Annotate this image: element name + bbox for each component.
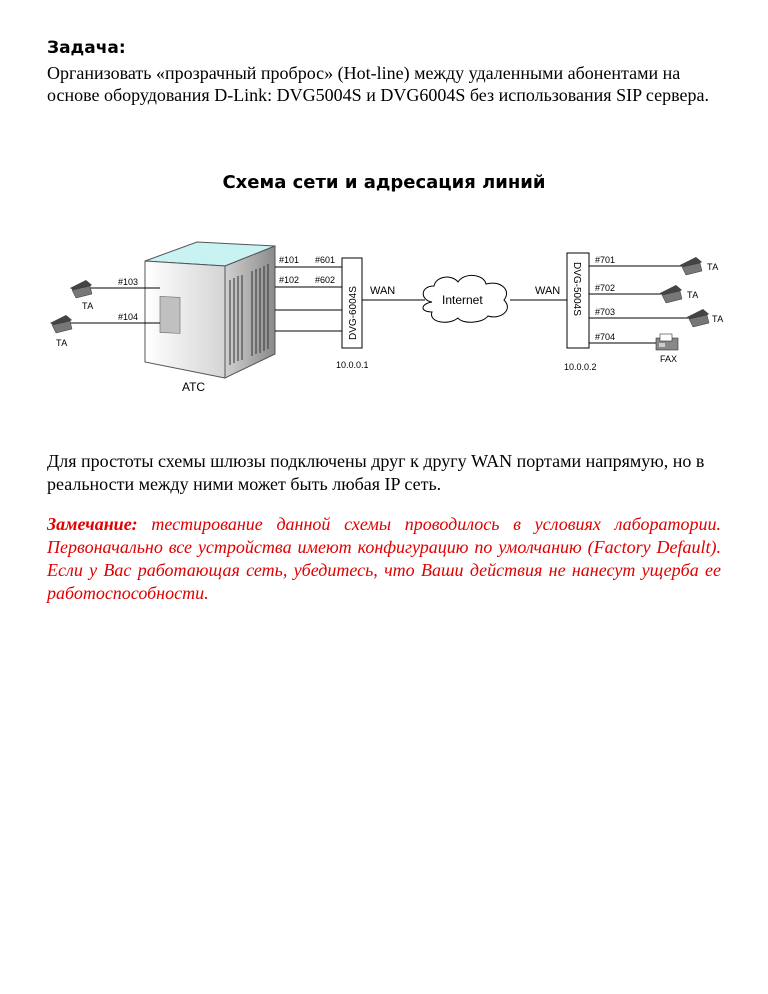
- ats-label: АТС: [182, 380, 205, 394]
- note-text: тестирование данной схемы проводилось в …: [47, 514, 721, 603]
- wan-label-right: WAN: [535, 285, 560, 297]
- phone-label-703: ТА: [712, 314, 723, 324]
- fax-label: FAX: [660, 354, 677, 364]
- task-text: Организовать «прозрачный проброс» (Hot-l…: [47, 63, 710, 105]
- ats-port-102: #102: [279, 275, 299, 285]
- gateway-right-ip: 10.0.0.2: [564, 362, 597, 372]
- line-label-702: #702: [595, 283, 615, 293]
- note-paragraph: Замечание: тестирование данной схемы про…: [47, 513, 721, 605]
- line-label-104: #104: [118, 312, 138, 322]
- cloud-icon: [422, 275, 508, 323]
- phone-label-701: ТА: [707, 262, 718, 272]
- gateway-left-ip: 10.0.0.1: [336, 360, 369, 370]
- gateway-dvg-5004s: [566, 252, 590, 349]
- telephone-icon: [687, 309, 710, 328]
- gateway-dvg-6004s-name: DVG-6004S: [348, 286, 359, 340]
- telephone-icon: [50, 315, 73, 334]
- fax-icon: [655, 333, 679, 351]
- phone-label-103: ТА: [82, 301, 93, 311]
- ats-cabinet-icon: [144, 241, 276, 379]
- note-label: Замечание:: [47, 514, 138, 534]
- cloud-label: Internet: [442, 293, 483, 307]
- gateway-dvg-6004s: [341, 257, 363, 349]
- body-text: Для простоты схемы шлюзы подключены друг…: [47, 451, 705, 494]
- line-label-704: #704: [595, 332, 615, 342]
- telephone-icon: [680, 257, 703, 276]
- gw-port-601: #601: [315, 255, 335, 265]
- phone-label-702: ТА: [687, 290, 698, 300]
- gw-port-602: #602: [315, 275, 335, 285]
- line-label-703: #703: [595, 307, 615, 317]
- line-label-103: #103: [118, 277, 138, 287]
- line-label-701: #701: [595, 255, 615, 265]
- task-heading: Задача:: [47, 38, 126, 58]
- network-diagram: АТС #103 #104 ТА ТА #101 #102 #601 #602 …: [50, 241, 723, 394]
- telephone-icon: [660, 285, 683, 304]
- phone-label-104: ТА: [56, 338, 67, 348]
- telephone-icon: [70, 280, 93, 299]
- ats-port-101: #101: [279, 255, 299, 265]
- gateway-dvg-5004s-name: DVG-5004S: [571, 262, 582, 316]
- scheme-title: Схема сети и адресация линий: [222, 172, 546, 193]
- wan-label-left: WAN: [370, 285, 395, 297]
